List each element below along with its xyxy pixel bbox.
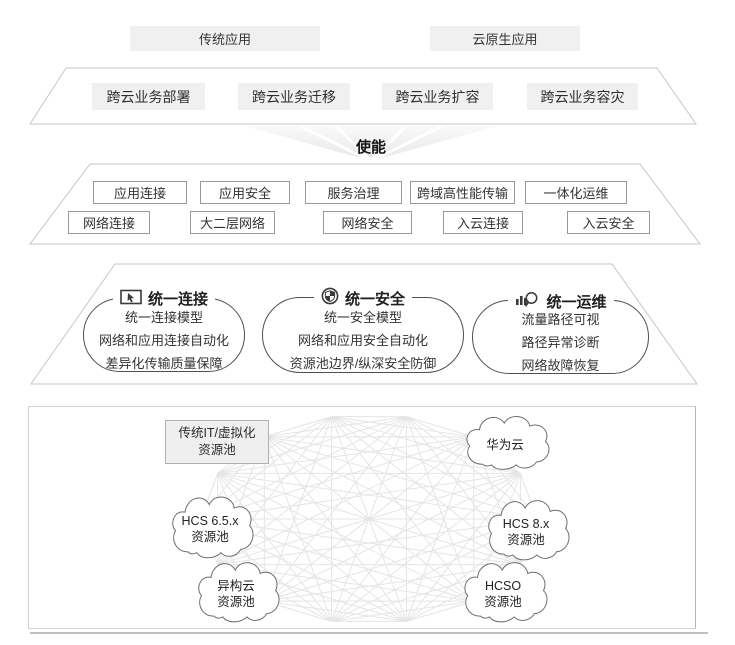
cloud-shape [482, 490, 570, 564]
capability-box: 入云安全 [567, 211, 650, 234]
pillar-title-text: 统一运维 [546, 293, 607, 311]
pool-cloud-hcs65: HCS 6.5.x 资源池 [166, 486, 254, 562]
capability-box: 应用安全 [200, 181, 290, 204]
pillar-item: 路径异常诊断 [521, 334, 600, 350]
capability-box: 跨域高性能传输 [410, 181, 515, 204]
app-box-traditional: 传统应用 [130, 26, 320, 51]
enable-label: 使能 [355, 139, 386, 156]
capability-label: 一体化运维 [543, 186, 609, 201]
pillar-title: 统一安全 [313, 287, 413, 309]
pillar-items: 流量路径可视 路径异常诊断 网络故障恢复 [473, 301, 648, 373]
cloud-label: HCS 6.5.x 资源池 [166, 486, 254, 562]
pillar-title: 统一运维 [507, 290, 614, 312]
mesh-svg [200, 416, 538, 622]
cloud-label: HCS 8.x 资源池 [482, 490, 570, 564]
chart-magnifier-icon [514, 290, 540, 312]
cloud-shape [192, 552, 280, 626]
capability-box: 服务治理 [305, 181, 402, 204]
pool-node-label: 传统IT/虚拟化 [178, 426, 256, 440]
business-box-label: 跨云业务迁移 [252, 88, 336, 105]
cloud-shape [166, 486, 254, 562]
cloud-label-line: HCSO [484, 578, 522, 593]
cloud-label-line: 异构云 [217, 578, 255, 593]
capability-label: 应用连接 [113, 186, 166, 201]
pillar-title: 统一连接 [112, 288, 216, 309]
capability-box: 一体化运维 [525, 181, 627, 204]
cloud-label-line: HCS 8.x [502, 516, 550, 531]
capability-box: 网络安全 [323, 211, 412, 234]
app-box-cloud-native: 云原生应用 [430, 26, 580, 51]
pool-node-traditional-it: 传统IT/虚拟化 资源池 [165, 420, 269, 464]
pillar-title-text: 统一安全 [344, 290, 406, 308]
capability-box: 入云连接 [443, 211, 523, 234]
capability-label: 入云连接 [456, 216, 509, 231]
pillar-items: 统一安全模型 网络和应用安全自动化 资源池边界/纵深安全防御 [263, 298, 463, 372]
capability-box: 网络连接 [68, 211, 150, 234]
cloud-label: HCSO 资源池 [458, 552, 548, 626]
cloud-label-line: HCS 6.5.x [181, 513, 239, 528]
business-box-label: 跨云业务扩容 [395, 88, 480, 105]
pillar-item: 网络和应用连接自动化 [98, 332, 229, 348]
pillar-title-text: 统一连接 [147, 291, 209, 308]
pillar-item: 差异化传输质量保障 [105, 355, 223, 371]
pool-cloud-hcso: HCSO 资源池 [458, 552, 548, 626]
cloud-shape [458, 552, 548, 626]
app-box-label: 云原生应用 [472, 32, 538, 47]
capability-label: 跨域高性能传输 [416, 186, 508, 201]
business-box-dr: 跨云业务容灾 [527, 83, 638, 110]
resource-pool-panel [28, 406, 696, 629]
pool-cloud-huaweicloud: 华为云 [460, 407, 550, 473]
capability-label: 网络安全 [341, 216, 394, 231]
pillar-unified-ops: 统一运维 流量路径可视 路径异常诊断 网络故障恢复 [472, 290, 649, 374]
pillar-unified-security: 统一安全 统一安全模型 网络和应用安全自动化 资源池边界/纵深安全防御 [262, 287, 464, 373]
floor-line [30, 632, 708, 634]
cloud-label-line: 资源池 [484, 594, 522, 609]
cloud-label: 华为云 [460, 407, 550, 473]
pool-node-label: 资源池 [198, 443, 236, 457]
pillar-item: 流量路径可视 [521, 311, 600, 327]
cloud-label: 异构云 资源池 [192, 552, 280, 626]
pillar-item: 网络和应用安全自动化 [297, 332, 428, 348]
business-box-label: 跨云业务容灾 [540, 88, 625, 105]
pillar-item: 统一安全模型 [323, 309, 402, 325]
cloud-label-line: 资源池 [217, 594, 255, 609]
business-box-scale: 跨云业务扩容 [382, 83, 493, 110]
business-box-migrate: 跨云业务迁移 [238, 83, 350, 110]
cloud-label-line: 资源池 [507, 532, 545, 547]
capability-label: 应用安全 [218, 186, 271, 201]
business-box-deploy: 跨云业务部署 [92, 83, 205, 110]
pool-cloud-heterogeneous: 异构云 资源池 [192, 552, 280, 626]
capability-label: 大二层网络 [199, 216, 265, 231]
pillar-unified-connection: 统一连接 统一连接模型 网络和应用连接自动化 差异化传输质量保障 [83, 288, 245, 372]
cloud-label-line: 华为云 [486, 437, 524, 452]
cloud-label-line: 资源池 [191, 529, 229, 544]
capability-label: 服务治理 [327, 186, 380, 201]
capability-label: 入云安全 [582, 216, 635, 231]
pillar-items: 统一连接模型 网络和应用连接自动化 差异化传输质量保障 [84, 299, 244, 371]
pillar-item: 网络故障恢复 [521, 357, 600, 373]
business-box-label: 跨云业务部署 [106, 88, 191, 105]
capability-box: 应用连接 [93, 181, 187, 204]
pillar-item: 资源池边界/纵深安全防御 [289, 355, 437, 371]
pillar-item: 统一连接模型 [124, 309, 203, 325]
capability-label: 网络连接 [82, 216, 135, 231]
pool-cloud-hcs8: HCS 8.x 资源池 [482, 490, 570, 564]
window-cursor-icon [120, 289, 142, 309]
cloud-shape [460, 407, 550, 473]
capability-box: 大二层网络 [190, 211, 275, 234]
shield-badge-icon [321, 287, 339, 309]
app-box-label: 传统应用 [198, 32, 251, 47]
